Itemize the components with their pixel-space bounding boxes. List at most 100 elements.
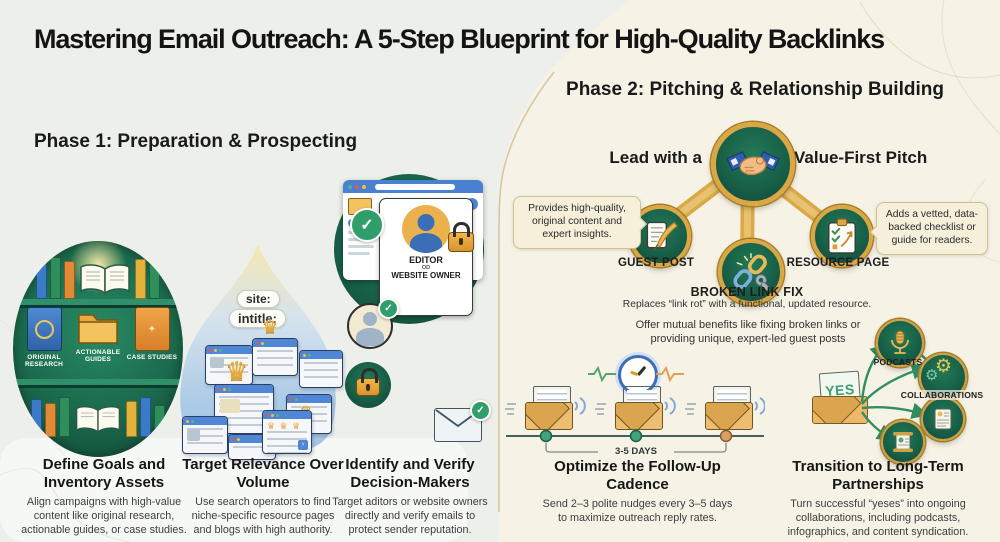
mutual-benefits-text: Offer mutual benefits like fixing broken… bbox=[635, 319, 861, 346]
shelf-label: CASE STUDIES bbox=[126, 354, 178, 361]
step-longterm-partnerships: Transition to Long-Term Partnerships Tur… bbox=[772, 458, 984, 539]
search-operator-site: site: bbox=[237, 290, 280, 308]
step-title: Define Goals and Inventory Assets bbox=[42, 456, 166, 491]
resource-page-callout: Adds a vetted, data-backed checklist or … bbox=[876, 202, 988, 255]
book-spine bbox=[31, 399, 42, 437]
content-scroll-circle bbox=[881, 420, 925, 464]
original-research-item: ORIGINAL RESEARCH bbox=[18, 307, 70, 369]
search-result-window: ♛ ♛ ♛ › bbox=[262, 410, 312, 454]
gear-icon: ⚙ bbox=[925, 367, 939, 384]
broken-chain-icon bbox=[733, 253, 770, 291]
bookshelf-bottom-row bbox=[13, 391, 183, 437]
actionable-guides-item: ACTIONABLE GUIDES bbox=[72, 307, 124, 364]
step-description: Target aditors or website owners directl… bbox=[332, 496, 488, 537]
search-operator-intitle: intitle: bbox=[229, 309, 286, 328]
guest-post-label: GUEST POST bbox=[617, 257, 695, 269]
cadence-timeline bbox=[506, 429, 764, 453]
open-book-icon bbox=[80, 264, 130, 295]
crown-row-icon: ♛ ♛ ♛ bbox=[267, 421, 302, 431]
shelf-label: ACTIONABLE GUIDES bbox=[75, 349, 121, 364]
quill-scroll-icon bbox=[646, 221, 678, 251]
scroll-icon bbox=[893, 432, 913, 452]
check-badge-icon: ✓ bbox=[470, 400, 491, 421]
broken-link-label: BROKEN LINK FIX bbox=[690, 285, 804, 299]
guest-post-circle bbox=[629, 205, 691, 267]
research-book-icon bbox=[26, 307, 62, 351]
cadence-interval-label: 3-5 DAYS bbox=[615, 446, 657, 457]
pulse-wave-orange bbox=[656, 366, 684, 382]
secure-lock-circle bbox=[345, 362, 391, 408]
book-spine bbox=[135, 259, 146, 299]
collaborations-label: COLLABORATIONS bbox=[891, 390, 993, 400]
step-title: Optimize the Follow-Up Cadence bbox=[554, 458, 721, 493]
book-spine bbox=[140, 397, 151, 437]
phase1-heading: Phase 1: Preparation & Prospecting bbox=[34, 131, 358, 152]
crown-icon: ♛ bbox=[262, 317, 279, 337]
book-spine bbox=[45, 403, 56, 437]
bookshelf-top-row bbox=[13, 255, 183, 299]
infographic-doc-circle bbox=[921, 397, 965, 441]
broken-link-circle bbox=[718, 239, 784, 305]
book-spine bbox=[149, 263, 160, 299]
broken-link-subtext: Replaces “link rot” with a functional, u… bbox=[622, 299, 872, 310]
yes-envelope: YES bbox=[812, 370, 868, 424]
checklist-clipboard-icon bbox=[828, 218, 856, 254]
gear-icon: ⚙ bbox=[935, 356, 953, 377]
bookshelf-middle-row: ORIGINAL RESEARCH ACTIONABLE GUIDES ✦ CA… bbox=[13, 307, 183, 379]
card-line-editor: EDITOR bbox=[409, 255, 443, 265]
check-badge-icon: ✓ bbox=[378, 298, 399, 319]
open-book-icon bbox=[76, 406, 120, 433]
pulse-wave-green bbox=[588, 366, 616, 382]
step-title: Transition to Long-Term Partnerships bbox=[792, 458, 964, 493]
outreach-envelope-3 bbox=[699, 384, 757, 434]
book-spine bbox=[59, 397, 70, 437]
step-title: Target Relevance Over Volume bbox=[182, 456, 344, 491]
step-identify-verify: Identify and Verify Decision-Makers Targ… bbox=[330, 456, 490, 537]
search-result-window bbox=[182, 416, 228, 454]
step-description: Align campaigns with high-value content … bbox=[21, 496, 187, 537]
shelf-bar bbox=[13, 379, 183, 388]
handshake-icon bbox=[726, 151, 780, 176]
shelf-bar bbox=[13, 299, 183, 308]
book-spine bbox=[36, 263, 47, 299]
send-signal-lines bbox=[505, 397, 765, 415]
pitch-lead-text: Lead with a bbox=[609, 148, 702, 167]
step-target-relevance: Target Relevance Over Volume Use search … bbox=[182, 456, 344, 537]
next-button-icon: › bbox=[298, 440, 308, 450]
book-spine bbox=[154, 405, 165, 437]
outreach-envelope-2 bbox=[609, 384, 667, 434]
step-description: Send 2–3 polite nudges every 3–5 days to… bbox=[542, 498, 733, 525]
search-result-window bbox=[205, 345, 253, 385]
step-description: Turn successful “yeses” into ongoing col… bbox=[787, 498, 969, 539]
book-spine bbox=[126, 401, 137, 437]
podcasts-label: PODCASTS bbox=[873, 357, 923, 367]
guest-post-callout: Provides high-quality, original content … bbox=[513, 196, 641, 249]
document-icon bbox=[934, 408, 952, 430]
editor-profile-card: EDITOR OD WEBSITE OWNER bbox=[379, 198, 473, 316]
lock-icon bbox=[448, 222, 474, 252]
book-spine bbox=[50, 257, 61, 299]
book-spine bbox=[64, 261, 75, 299]
search-result-window bbox=[252, 338, 298, 376]
avatar bbox=[402, 205, 450, 253]
crown-icon: ♛ bbox=[225, 356, 249, 386]
bookshelf-illustration: ORIGINAL RESEARCH ACTIONABLE GUIDES ✦ CA… bbox=[13, 241, 183, 457]
step-title: Identify and Verify Decision-Makers bbox=[345, 456, 475, 491]
podcasts-circle bbox=[876, 319, 924, 367]
phase2-heading: Phase 2: Pitching & Relationship Buildin… bbox=[566, 79, 944, 100]
microphone-icon bbox=[891, 330, 909, 354]
step-optimize-cadence: Optimize the Follow-Up Cadence Send 2–3 … bbox=[540, 458, 735, 525]
resource-page-circle bbox=[811, 205, 873, 267]
step-define-goals: Define Goals and Inventory Assets Align … bbox=[15, 456, 193, 537]
resource-page-label: RESOURCE PAGE bbox=[786, 257, 890, 269]
step-description: Use search operators to find niche-speci… bbox=[191, 496, 335, 537]
case-book-icon: ✦ bbox=[134, 307, 170, 351]
case-studies-item: ✦ CASE STUDIES bbox=[126, 307, 178, 361]
page-title: Mastering Email Outreach: A 5-Step Bluep… bbox=[34, 24, 885, 54]
handshake-circle bbox=[711, 122, 795, 206]
card-line-or: OD bbox=[421, 265, 431, 271]
search-result-window bbox=[299, 350, 343, 388]
check-badge-icon: ✓ bbox=[350, 208, 384, 242]
outreach-envelope-1 bbox=[519, 384, 577, 434]
